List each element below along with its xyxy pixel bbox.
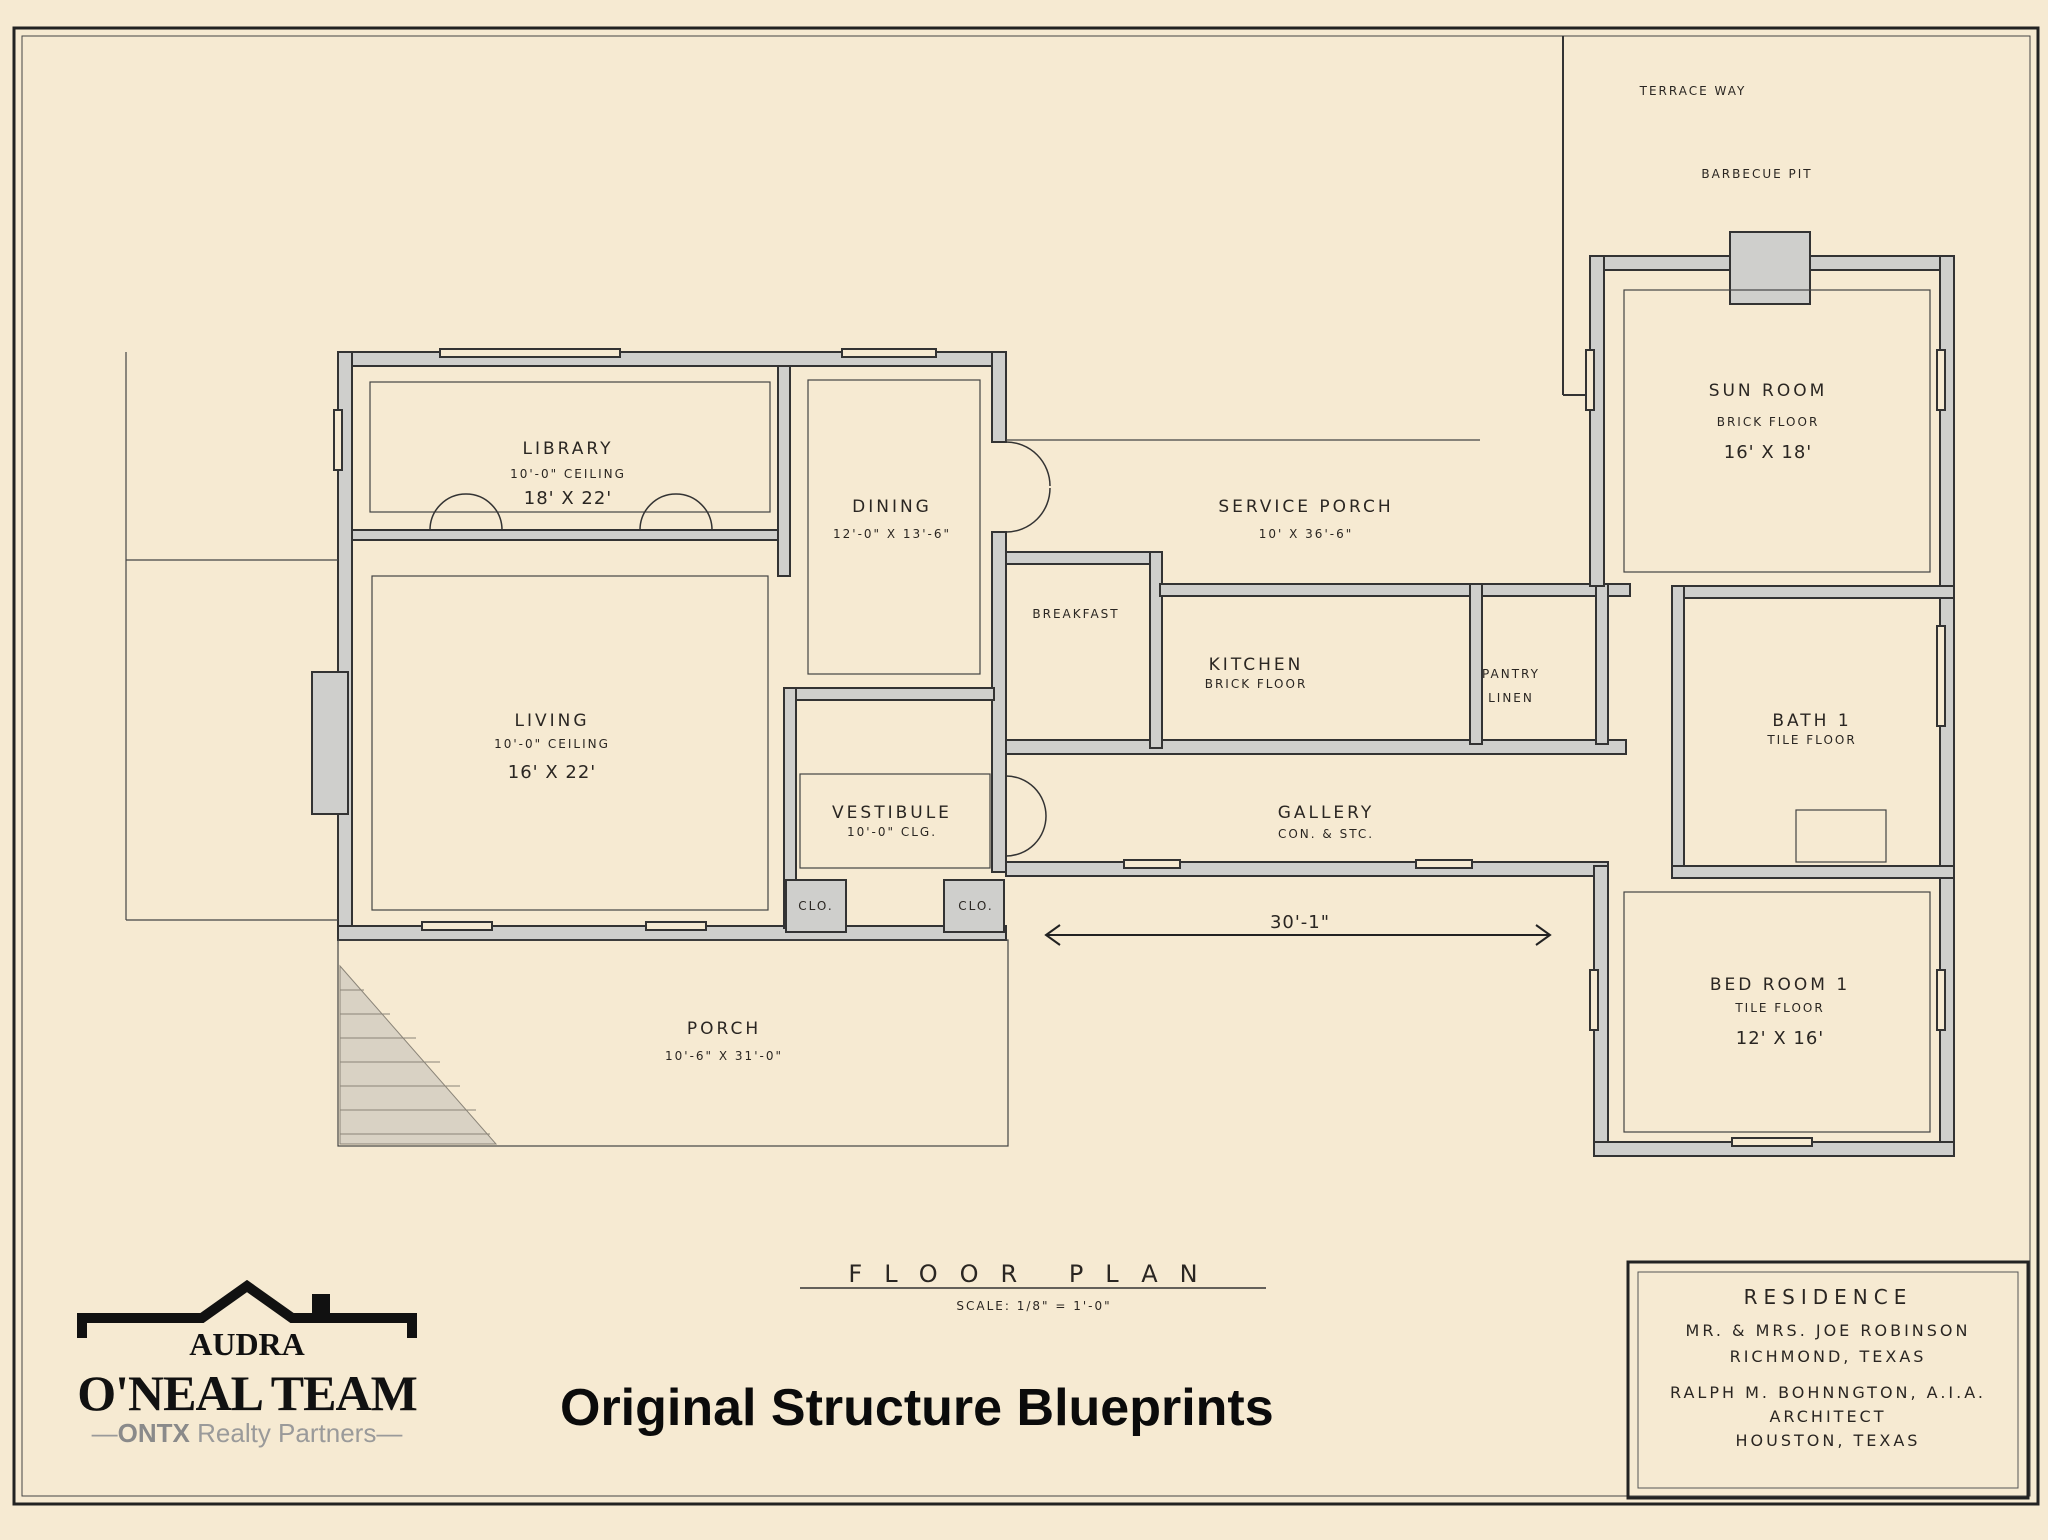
logo-tagline-text: Realty Partners <box>197 1418 377 1448</box>
sun-room-label: SUN ROOM <box>1709 381 1828 401</box>
floor-plan-title: FLOOR PLAN <box>848 1260 1219 1288</box>
page-caption: Original Structure Blueprints <box>560 1379 1274 1437</box>
floor-plan-scale: SCALE: 1/8" = 1'-0" <box>956 1299 1111 1313</box>
gallery-dimension: 30'-1" <box>1270 912 1330 933</box>
house-roof-icon <box>77 1280 417 1338</box>
kitchen-label: KITCHEN <box>1209 655 1304 675</box>
porch-label: PORCH <box>687 1019 761 1039</box>
terrace-way-label: TERRACE WAY <box>1639 84 1747 98</box>
library-size: 18' X 22' <box>524 488 612 509</box>
title-block-line-6: HOUSTON, TEXAS <box>1736 1431 1921 1450</box>
barbecue-pit-label: BARBECUE PIT <box>1701 167 1812 181</box>
living-label: LIVING <box>514 711 589 731</box>
inner-border <box>21 35 2031 1497</box>
walls <box>311 231 1955 1157</box>
title-block: RESIDENCE MR. & MRS. JOE ROBINSON RICHMO… <box>1626 1260 2030 1500</box>
outer-border <box>12 26 2040 1506</box>
dining-size: 12'-0" X 13'-6" <box>833 527 951 541</box>
sun-room-size: 16' X 18' <box>1724 442 1812 463</box>
vestibule-label: VESTIBULE <box>832 803 952 823</box>
title-block-line-4: RALPH M. BOHNNGTON, A.I.A. <box>1670 1383 1986 1402</box>
kitchen-floor: BRICK FLOOR <box>1205 677 1308 691</box>
title-block-line-5: ARCHITECT <box>1769 1407 1886 1426</box>
linen-label: LINEN <box>1488 691 1534 705</box>
gallery-label: GALLERY <box>1278 803 1375 823</box>
logo-tagline: —ONTX Realty Partners— <box>91 1418 403 1448</box>
library-label: LIBRARY <box>522 439 613 459</box>
library-ceiling: 10'-0" CEILING <box>510 467 626 481</box>
pantry-label: PANTRY <box>1482 667 1540 681</box>
service-porch-size: 10' X 36'-6" <box>1259 527 1353 541</box>
dining-label: DINING <box>852 497 932 517</box>
logo-line-2: O'NEAL TEAM <box>77 1365 418 1421</box>
closet-label-right: CLO. <box>958 899 993 913</box>
title-block-line-1: RESIDENCE <box>1744 1285 1913 1309</box>
audra-oneal-team-logo: AUDRA O'NEAL TEAM —ONTX Realty Partners— <box>72 1280 432 1450</box>
service-porch-label: SERVICE PORCH <box>1218 497 1393 517</box>
living-size: 16' X 22' <box>508 762 596 783</box>
title-block-line-3: RICHMOND, TEXAS <box>1730 1347 1927 1366</box>
breakfast-label: BREAKFAST <box>1032 607 1119 621</box>
bedroom-1-floor: TILE FLOOR <box>1734 1001 1824 1015</box>
closet-label-left: CLO. <box>798 899 833 913</box>
living-ceiling: 10'-0" CEILING <box>494 737 610 751</box>
bedroom-1-size: 12' X 16' <box>1736 1028 1824 1049</box>
logo-brand: ONTX <box>117 1418 190 1448</box>
porch-size: 10'-6" X 31'-0" <box>665 1049 783 1063</box>
bath-1-floor: TILE FLOOR <box>1766 733 1856 747</box>
porch-brick-hatch <box>339 964 498 1145</box>
logo-line-1: AUDRA <box>189 1326 305 1362</box>
bath-1-label: BATH 1 <box>1772 711 1851 731</box>
bedroom-1-label: BED ROOM 1 <box>1710 975 1850 995</box>
gallery-note: CON. & STC. <box>1278 827 1374 841</box>
vestibule-ceiling: 10'-0" CLG. <box>847 825 937 839</box>
sun-room-floor: BRICK FLOOR <box>1717 415 1820 429</box>
title-block-line-2: MR. & MRS. JOE ROBINSON <box>1686 1321 1971 1340</box>
